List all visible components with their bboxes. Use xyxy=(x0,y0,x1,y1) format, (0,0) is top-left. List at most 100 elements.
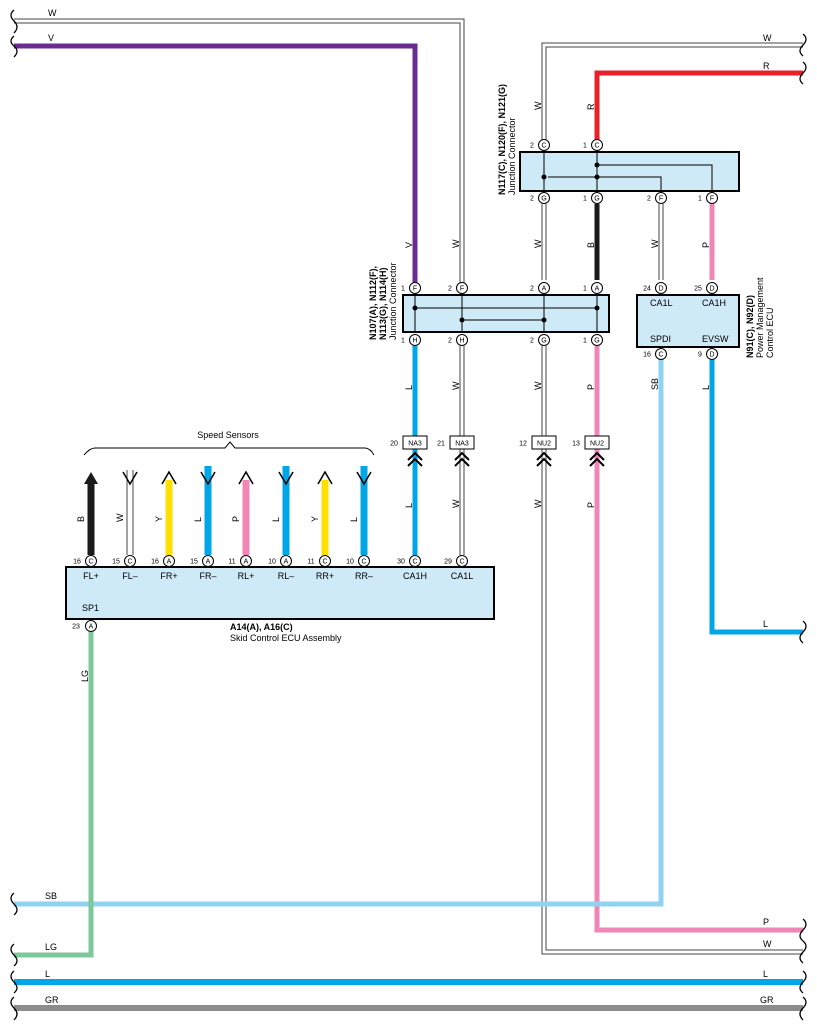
wire-w-top-right xyxy=(541,42,803,145)
wire-label-p-right: P xyxy=(763,917,769,927)
wire-label-gr-right: GR xyxy=(760,995,774,1005)
svg-text:W: W xyxy=(115,513,125,522)
pm-ecu-name2: Control ECU xyxy=(765,307,775,358)
skid-terminal-conn: A xyxy=(284,559,289,566)
junction-mid-id1: N107(A), N112(F), xyxy=(368,266,378,340)
wire-label-w-462: W xyxy=(451,239,461,248)
skid-ecu-box xyxy=(65,566,495,620)
svg-text:2: 2 xyxy=(530,196,534,203)
svg-text:H: H xyxy=(459,338,464,345)
svg-text:2: 2 xyxy=(647,196,651,203)
sensor-wire-rl-plus xyxy=(238,470,254,555)
svg-text:G: G xyxy=(594,196,599,203)
sensor-wire-fr-plus xyxy=(161,470,177,555)
svg-text:1: 1 xyxy=(583,286,587,293)
sensor-wire-fl-minus xyxy=(122,470,138,555)
wire-label-l-left: L xyxy=(45,969,50,979)
wire-label-l-415a: L xyxy=(404,385,414,390)
skid-terminal-num: 15 xyxy=(190,559,198,566)
wire-label-v-top: V xyxy=(48,33,54,43)
svg-text:2: 2 xyxy=(530,286,534,293)
wire-label-l-415b: L xyxy=(404,503,414,508)
skid-terminal-num: 15 xyxy=(112,559,120,566)
skid-terminal-label: RL+ xyxy=(238,571,255,581)
skid-terminal-pin xyxy=(124,555,136,567)
wire-label-p-597a: P xyxy=(586,384,596,390)
wire-label-w-tr: W xyxy=(763,33,772,43)
wire-label-b-597: B xyxy=(586,242,596,248)
svg-text:F: F xyxy=(710,196,714,203)
skid-ecu-sp1: SP1 xyxy=(82,603,99,613)
wire-label-w-544b: W xyxy=(533,499,543,508)
svg-text:B: B xyxy=(76,516,86,522)
speed-sensors-title: Speed Sensors xyxy=(197,430,259,440)
svg-text:Y: Y xyxy=(310,516,320,522)
pm-pin-evsw: EVSW xyxy=(702,334,729,344)
wire-label-w-661: W xyxy=(650,239,660,248)
wire-label-w-462a: W xyxy=(451,381,461,390)
wire-r-top-right xyxy=(594,70,803,145)
skid-terminal-pin xyxy=(163,555,175,567)
svg-text:1: 1 xyxy=(583,338,587,345)
skid-terminal-conn: C xyxy=(127,559,132,566)
svg-text:2: 2 xyxy=(530,143,534,150)
wire-label-w-right: W xyxy=(763,939,772,949)
svg-text:25: 25 xyxy=(694,286,702,293)
skid-terminal-num: 10 xyxy=(268,559,276,566)
wire-label-r-v: R xyxy=(586,103,596,110)
skid-terminal-label: RL– xyxy=(278,571,295,581)
skid-terminal-num: 30 xyxy=(397,559,405,566)
svg-text:16: 16 xyxy=(643,352,651,359)
svg-text:9: 9 xyxy=(698,352,702,359)
sensor-wire-rl-minus xyxy=(278,466,294,555)
svg-text:24: 24 xyxy=(643,286,651,293)
sensor-wire-rr-plus xyxy=(317,470,333,555)
wire-label-lg-v: LG xyxy=(80,670,90,682)
wire-label-l-right1: L xyxy=(763,619,768,629)
skid-terminal-pin xyxy=(202,555,214,567)
svg-text:L: L xyxy=(271,517,281,522)
wire-label-v-415: V xyxy=(404,242,414,248)
wire-label-gr-left: GR xyxy=(45,995,59,1005)
pm-ecu-name1: Power Management xyxy=(755,277,765,358)
skid-ecu-sp1-num: 23 xyxy=(72,624,80,631)
junction-mid-name: Junction Connector xyxy=(388,262,398,340)
svg-text:D: D xyxy=(709,352,714,359)
svg-text:G: G xyxy=(594,338,599,345)
skid-terminal-pin xyxy=(409,555,421,567)
skid-terminal-conn: C xyxy=(412,559,417,566)
skid-terminal-pin xyxy=(358,555,370,567)
svg-text:G: G xyxy=(541,196,546,203)
skid-terminal-label: RR+ xyxy=(316,571,334,581)
wire-label-w-544: W xyxy=(533,239,543,248)
junction-top-pins: C 2 C 1 G 2 G 1 F 2 F 1 xyxy=(530,139,718,204)
skid-ecu-name: Skid Control ECU Assembly xyxy=(230,633,342,643)
wire-w-top-left xyxy=(14,18,465,283)
skid-ecu-id: A14(A), A16(C) xyxy=(230,622,293,632)
skid-terminal-conn: C xyxy=(322,559,327,566)
wire-v-top-left xyxy=(14,43,418,283)
wire-label-p-597b: P xyxy=(586,502,596,508)
wire-label-w-v1: W xyxy=(533,101,543,110)
skid-terminal-label: FL+ xyxy=(83,571,99,581)
skid-terminal-pin xyxy=(456,555,468,567)
svg-text:L: L xyxy=(349,517,359,522)
wire-label-w-top: W xyxy=(48,8,57,18)
svg-text:1: 1 xyxy=(583,196,587,203)
svg-text:NA3: NA3 xyxy=(408,441,422,448)
skid-terminal-label: FR+ xyxy=(160,571,177,581)
svg-text:20: 20 xyxy=(390,441,398,448)
pm-ecu-box xyxy=(636,294,740,348)
skid-terminal-pin xyxy=(240,555,252,567)
wire-sb-661 xyxy=(14,360,664,907)
pm-pin-ca1h: CA1H xyxy=(702,298,726,308)
svg-text:F: F xyxy=(659,196,663,203)
wire-label-p-712: P xyxy=(701,242,711,248)
svg-text:1: 1 xyxy=(698,196,702,203)
junction-mid-internal xyxy=(414,295,598,332)
svg-text:1: 1 xyxy=(583,143,587,150)
skid-terminal-label: CA1L xyxy=(451,571,474,581)
wire-label-w-544a: W xyxy=(533,381,543,390)
break-marks-right xyxy=(799,33,807,1021)
